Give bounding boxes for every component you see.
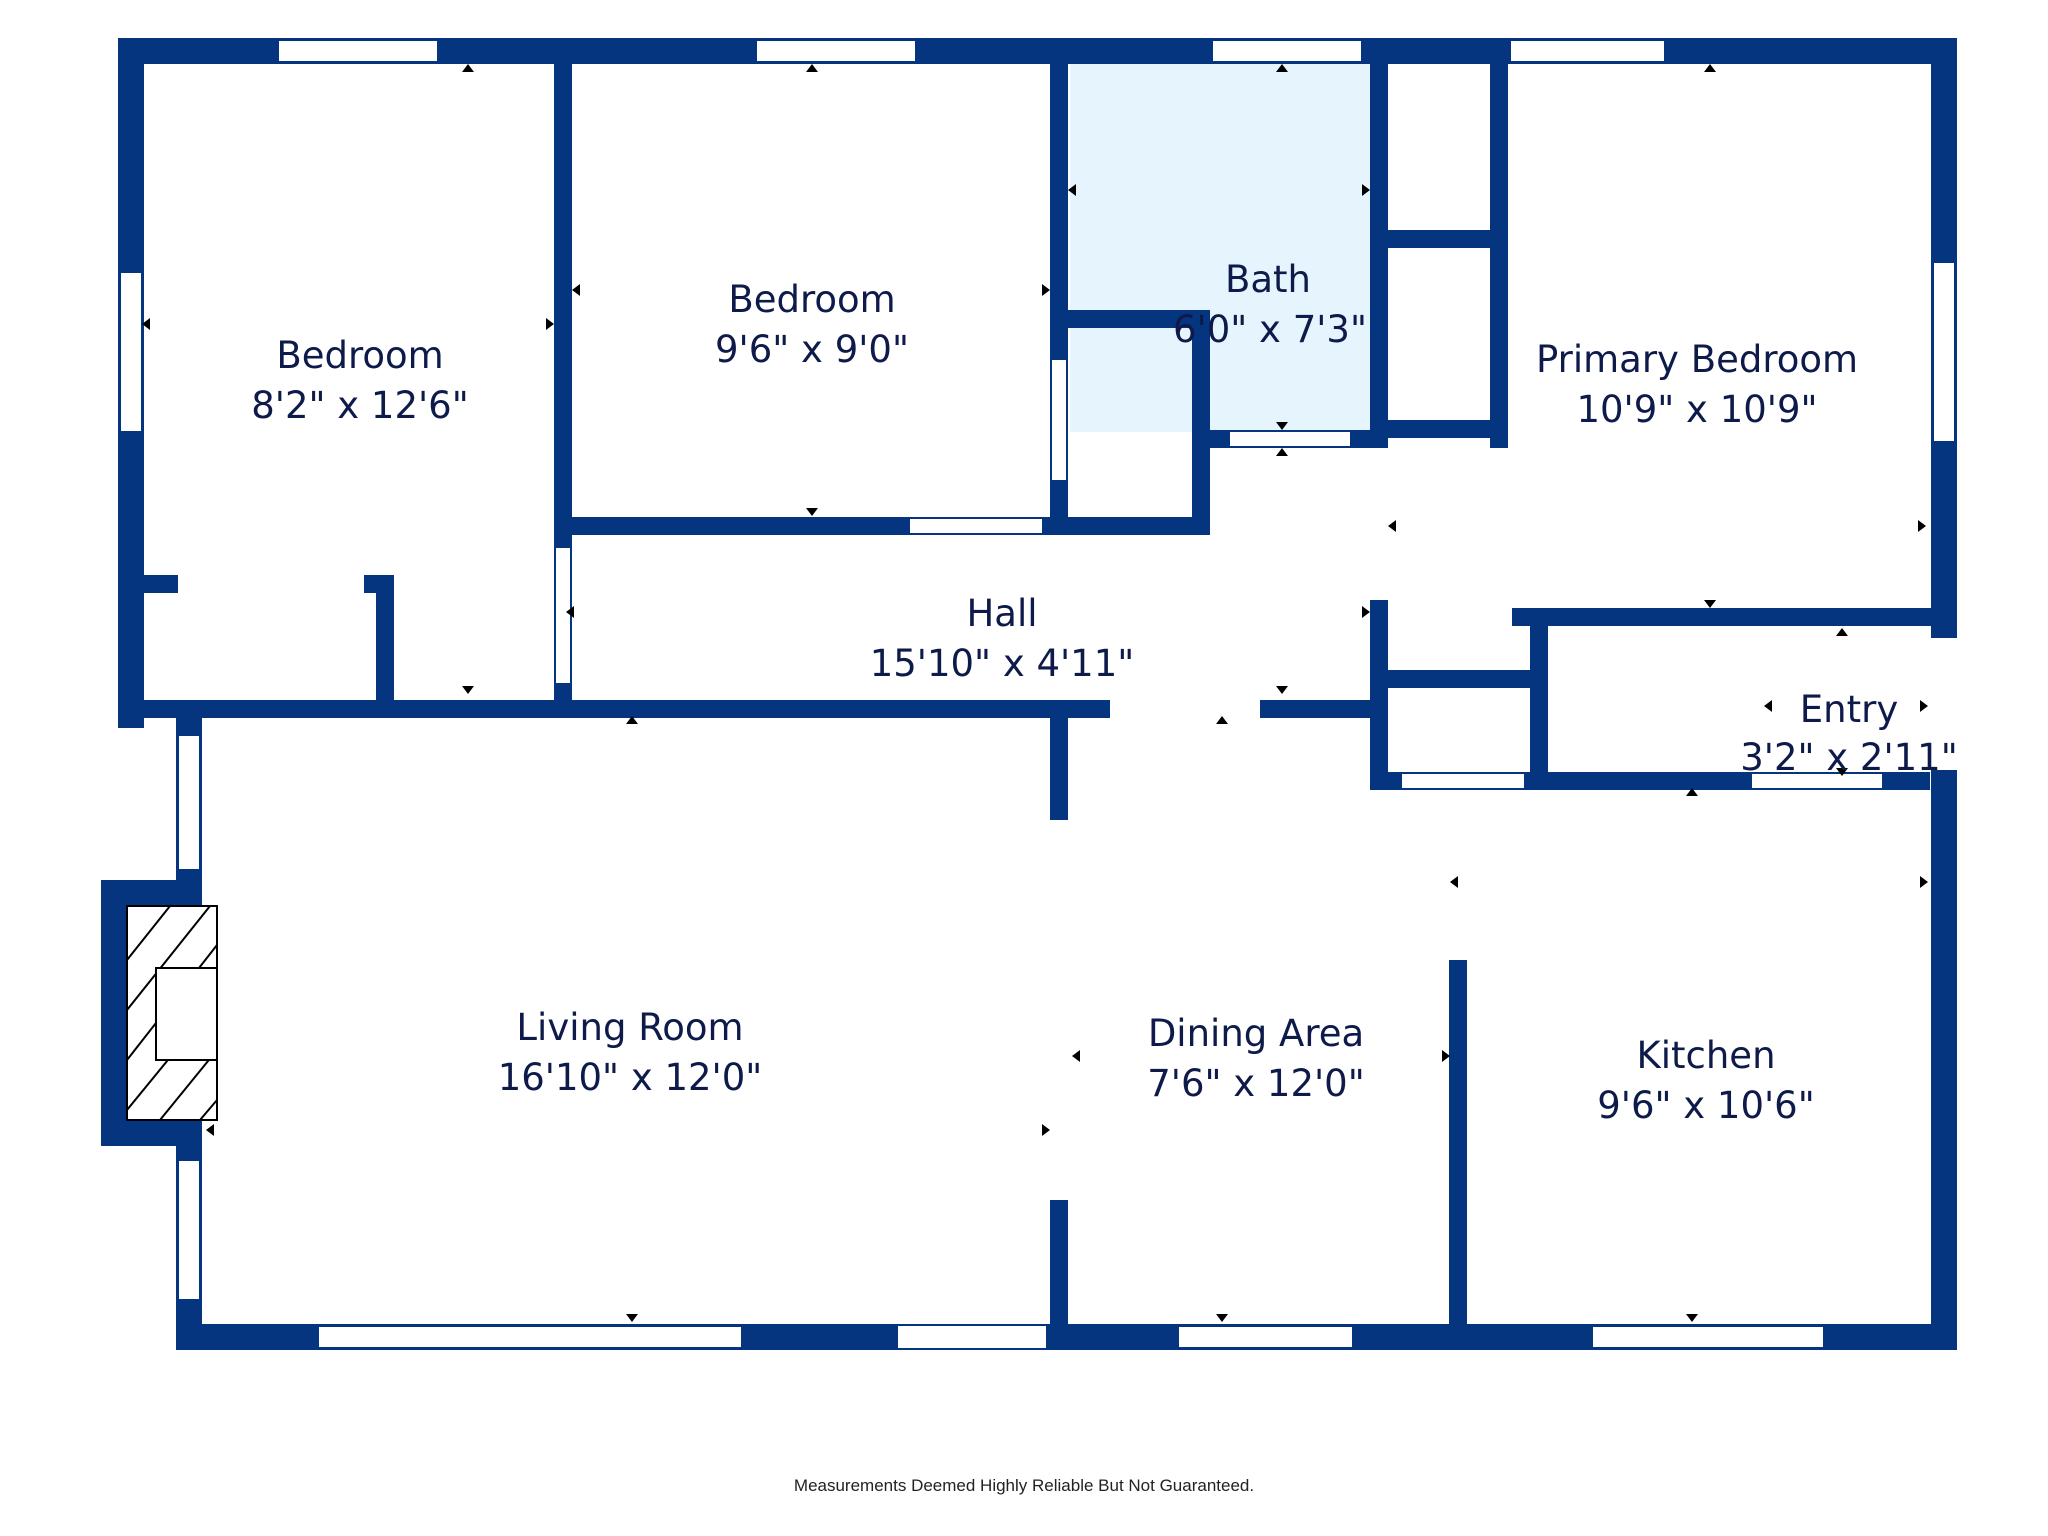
marker [1686,1314,1698,1322]
room-dims-kitchen: 9'6" x 10'6" [1597,1084,1815,1127]
window [277,39,439,63]
window [755,39,917,63]
marker [142,318,150,330]
room-name-bath: Bath [1225,258,1311,301]
marker [1836,628,1848,636]
window [1591,1325,1825,1349]
fireplace [126,905,218,1121]
marker [1216,1314,1228,1322]
marker [1362,606,1370,618]
room-dims-bedroom-middle: 9'6" x 9'0" [715,328,909,371]
room-name-entry: Entry [1800,688,1898,731]
door-opening [1402,774,1524,788]
room-name-dining-area: Dining Area [1148,1012,1364,1055]
door-opening [1752,774,1882,788]
window [119,271,143,433]
marker [1216,716,1228,724]
marker [626,716,638,724]
marker [1072,1050,1080,1062]
room-dims-hall: 15'10" x 4'11" [870,642,1135,685]
door-opening [556,548,570,683]
room-name-bedroom-middle: Bedroom [728,278,895,321]
window [317,1325,743,1349]
room-name-hall: Hall [966,592,1037,635]
marker [1276,448,1288,456]
marker [462,64,474,72]
marker [546,318,554,330]
room-dims-dining-area: 7'6" x 12'0" [1147,1062,1365,1105]
marker [1068,184,1076,196]
room-name-bedroom-left: Bedroom [276,334,443,377]
marker [626,1314,638,1322]
marker [1388,520,1396,532]
marker [1276,686,1288,694]
door-opening [1230,432,1350,446]
marker [1362,184,1370,196]
door-opening [1372,450,1386,600]
disclaimer: Measurements Deemed Highly Reliable But … [793,1476,1255,1495]
room-dims-bedroom-left: 8'2" x 12'6" [251,384,469,427]
room-labels: Bedroom 8'2" x 12'6" Bedroom 9'6" x 9'0"… [251,258,1958,1127]
marker [1442,1050,1450,1062]
marker [1920,876,1928,888]
marker [1704,64,1716,72]
marker [566,606,574,618]
marker [572,284,580,296]
room-dims-primary-bedroom: 10'9" x 10'9" [1576,388,1817,431]
marker [1042,1124,1050,1136]
room-name-living-room: Living Room [516,1006,743,1049]
marker [1276,64,1288,72]
door-opening [180,577,362,591]
window [1509,39,1666,63]
openings [119,39,1956,1349]
bath-floor [1070,62,1380,432]
door-opening [1933,640,1955,768]
walls [101,38,1957,1350]
dimension-markers [142,64,1928,1322]
door-opening [1052,820,1066,1200]
marker [806,64,818,72]
marker [1836,768,1848,776]
marker [1704,600,1716,608]
fireplace-firebox [155,967,218,1061]
window [177,1159,201,1301]
marker [1686,788,1698,796]
marker [1920,700,1928,712]
marker [806,508,818,516]
window [1211,39,1363,63]
room-fills [1070,62,1380,432]
marker [1450,876,1458,888]
room-dims-bath: 6'0" x 7'3" [1173,308,1367,351]
marker [1918,520,1926,532]
marker [206,1124,214,1136]
door-opening [910,519,1042,533]
marker [1042,284,1050,296]
marker [462,686,474,694]
marker [1764,700,1772,712]
door-opening [898,1326,1046,1348]
marker [1276,422,1288,430]
door-opening [1110,700,1260,718]
room-dims-entry: 3'2" x 2'11" [1740,736,1958,779]
room-dims-living-room: 16'10" x 12'0" [498,1056,763,1099]
window [1177,1325,1354,1349]
room-name-kitchen: Kitchen [1636,1034,1775,1077]
room-name-primary-bedroom: Primary Bedroom [1536,338,1858,381]
door-opening [1052,360,1066,480]
window [177,734,201,871]
window [1932,261,1956,443]
